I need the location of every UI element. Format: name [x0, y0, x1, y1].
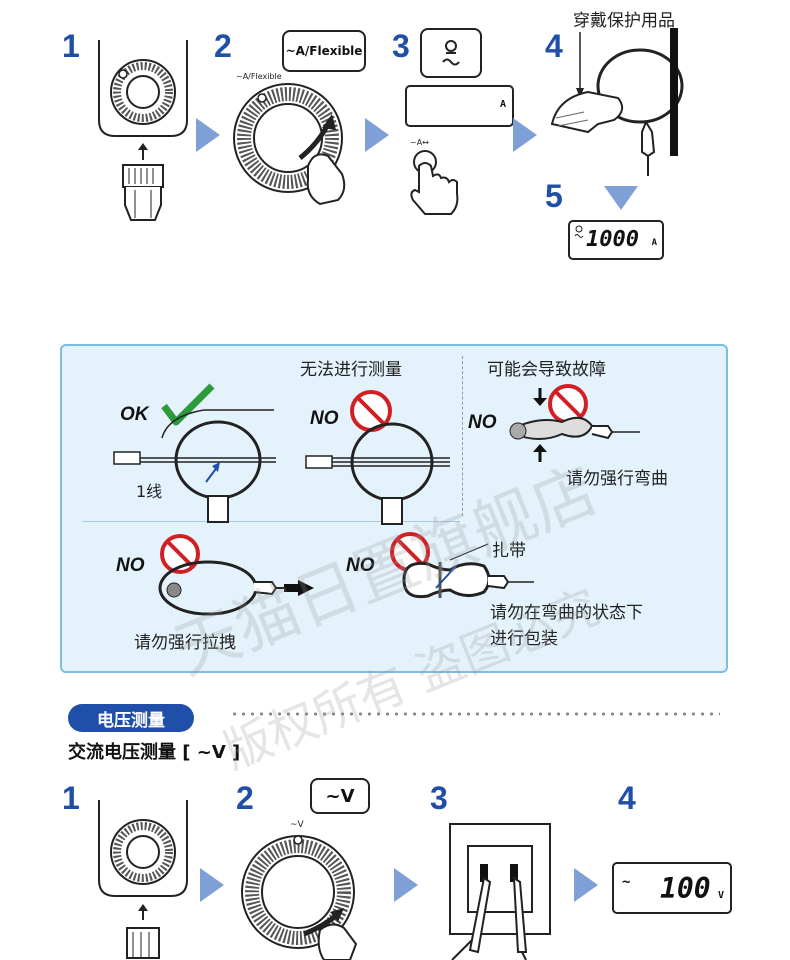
one-wire-text: 1线: [136, 482, 163, 501]
outlet-probes-illustration: [449, 823, 551, 960]
ac-voltage-heading: 交流电压测量 [ ~V ]: [68, 742, 241, 763]
arrow-right-icon: [200, 868, 224, 902]
arrow-right-icon: [513, 118, 537, 152]
lcd-display-1000: 1000 A: [568, 220, 664, 260]
meter-illustration: [98, 40, 188, 221]
cannot-measure-text: 无法进行测量: [300, 360, 402, 380]
voltage-mode-bubble: ~V: [310, 778, 370, 814]
dotted-separator: [230, 712, 720, 716]
no-pack-text-line2: 进行包装: [490, 629, 558, 649]
lcd-value: 100: [660, 872, 711, 905]
coiled-sensor-illustration: [390, 532, 534, 599]
mode-bubble: ~A/Flexible: [282, 30, 366, 72]
meter-illustration: [98, 800, 188, 959]
clamp-on-wire-illustration: [550, 28, 684, 176]
no-pack-text-line1: 请勿在弯曲的状态下: [490, 603, 643, 623]
voltage-section-pill: 电压测量: [68, 704, 194, 732]
lcd-ac-symbol: ~: [622, 874, 631, 890]
arrow-right-icon: [394, 868, 418, 902]
lcd-display-100v: ~ 100 V: [612, 862, 732, 914]
dial-position-label: ~A/Flexible: [236, 72, 282, 81]
button-label: ~A↔: [410, 138, 429, 147]
zip-tie-text: 扎带: [492, 541, 526, 561]
panel-divider: [462, 356, 463, 516]
no-label: NO: [310, 408, 339, 429]
no-pull-text: 请勿强行拉拽: [134, 633, 236, 653]
ok-clamp-illustration: [113, 409, 276, 523]
panel-divider: [82, 521, 460, 522]
voltage-step-number-4: 4: [618, 780, 636, 816]
pressing-hand-icon: [410, 150, 459, 215]
ok-checkmark-icon: [161, 383, 215, 426]
step-number-1: 1: [62, 28, 80, 64]
voltage-step-number-3: 3: [430, 780, 448, 816]
lcd-unit: V: [717, 890, 724, 901]
no-label: NO: [468, 412, 497, 433]
no-label: NO: [116, 555, 145, 576]
bend-sensor-illustration: [509, 384, 640, 462]
voltage-step-number-2: 2: [236, 780, 254, 816]
pull-sensor-illustration: [158, 534, 314, 616]
ok-label: OK: [120, 404, 149, 425]
no-bend-text: 请勿强行弯曲: [566, 469, 668, 489]
symbol-bubble: [420, 28, 482, 78]
arrow-right-icon: [574, 868, 598, 902]
step-number-3: 3: [392, 28, 410, 64]
arrow-right-icon: [196, 118, 220, 152]
no-label: NO: [346, 555, 375, 576]
step-number-4: 4: [545, 28, 563, 64]
lcd-unit: A: [499, 99, 506, 110]
lcd-display: A: [405, 85, 514, 127]
two-wires-clamp-illustration: [305, 422, 450, 525]
lcd-value: 1000: [586, 227, 639, 252]
lcd-unit: A: [651, 238, 657, 248]
dial-position-label: ~V: [290, 820, 304, 830]
rotary-dial-illustration: [241, 835, 358, 960]
step-number-2: 2: [214, 28, 232, 64]
step-number-5: 5: [545, 178, 563, 214]
voltage-step-number-1: 1: [62, 780, 80, 816]
arrow-down-icon: [604, 186, 638, 210]
arrow-right-icon: [365, 118, 389, 152]
may-fail-text: 可能会导致故障: [487, 360, 606, 380]
rotary-dial-illustration: [233, 83, 346, 206]
protective-gear-text: 穿戴保护用品: [573, 11, 675, 31]
